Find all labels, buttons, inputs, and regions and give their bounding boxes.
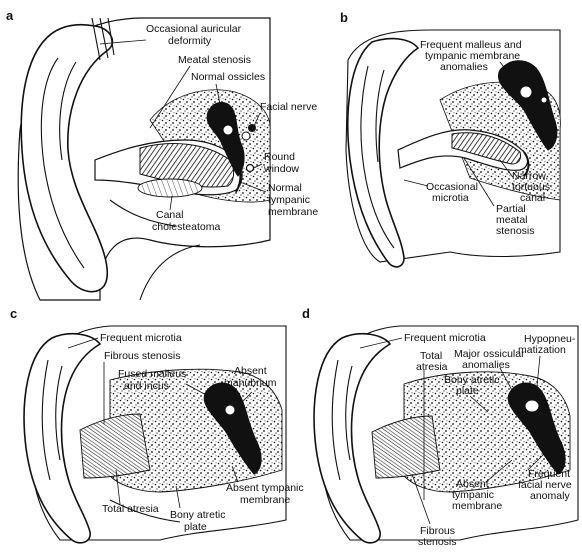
- panel-d-letter: d: [302, 306, 310, 321]
- label-fibrous-stenosis-d: Fibrous stenosis: [418, 525, 458, 548]
- label-normal-ossicles: Normal ossicles: [191, 71, 265, 83]
- label-meatal-stenosis: Meatal stenosis: [178, 54, 251, 66]
- label-frequent-microtia-d: Frequent microtia: [404, 332, 486, 344]
- panel-c: c Frequent microtia Fibrous stenosis Fus…: [10, 306, 307, 543]
- panel-d: d Frequent microtia Hypopneu- matization: [302, 306, 578, 548]
- panel-a-letter: a: [6, 8, 14, 23]
- panel-d-ear-drawing: [314, 326, 578, 543]
- label-facial-nerve: Facial nerve: [260, 101, 317, 113]
- panel-b-letter: b: [340, 10, 348, 25]
- label-total-atresia-d: Total atresia: [416, 350, 448, 373]
- panel-c-letter: c: [10, 306, 17, 321]
- label-round-window: Round window: [263, 151, 299, 175]
- panel-a: a: [6, 8, 318, 300]
- label-normal-tympanic-membrane: Normal tympanic membrane: [268, 182, 318, 218]
- label-frequent-microtia-c: Frequent microtia: [100, 332, 182, 344]
- label-fibrous-stenosis-c: Fibrous stenosis: [104, 350, 180, 362]
- panel-b: b Frequent malleus and tympanic membrane…: [340, 10, 560, 267]
- facial-nerve-d: [542, 444, 550, 452]
- label-total-atresia-c: Total atresia: [102, 503, 159, 515]
